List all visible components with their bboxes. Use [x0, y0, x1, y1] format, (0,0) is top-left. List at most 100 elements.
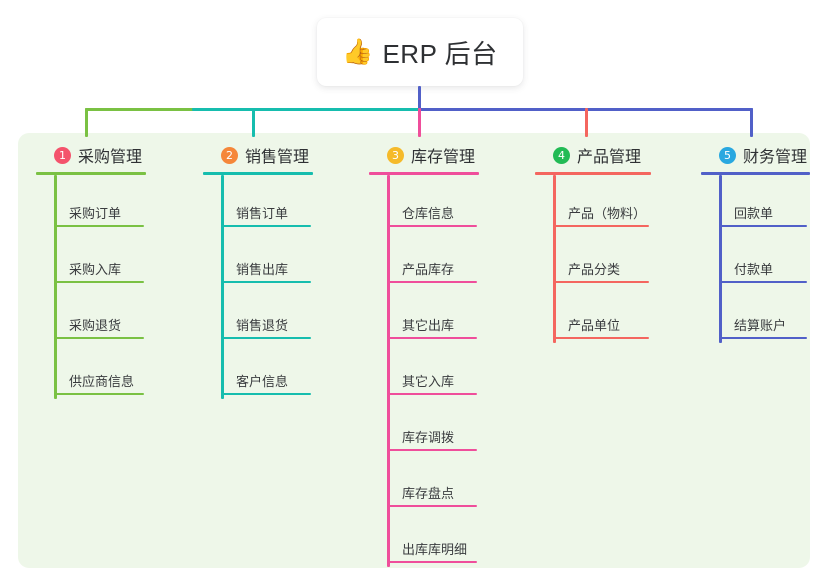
- leaf-node[interactable]: 其它入库: [369, 343, 529, 399]
- leaf-node[interactable]: 客户信息: [203, 343, 363, 399]
- branch-title-5: 财务管理: [743, 149, 808, 166]
- leaf-underline: [221, 225, 311, 227]
- branch-underline-5: [701, 172, 810, 175]
- leaf-node[interactable]: 销售退货: [203, 287, 363, 343]
- leaf-node[interactable]: 产品库存: [369, 231, 529, 287]
- leaf-underline: [54, 393, 144, 395]
- branch-header-2[interactable]: 2 销售管理: [203, 142, 363, 168]
- branch-badge-4: 4: [553, 146, 570, 164]
- branch-header-5[interactable]: 5 财务管理: [701, 142, 816, 168]
- leaf-label: 产品分类: [568, 262, 621, 277]
- branch-column-5: 5 财务管理 回款单付款单结算账户: [701, 142, 816, 343]
- leaf-node[interactable]: 其它出库: [369, 287, 529, 343]
- root-node-title: ERP 后台: [382, 38, 498, 69]
- leaf-underline: [221, 337, 311, 339]
- branch-column-3: 3 库存管理 仓库信息产品库存其它出库其它入库库存调拨库存盘点出库库明细: [369, 142, 529, 567]
- leaf-label: 库存盘点: [402, 486, 455, 501]
- leaf-underline: [387, 393, 477, 395]
- leaf-underline: [387, 561, 477, 563]
- leaf-label: 供应商信息: [69, 374, 135, 389]
- branch-title-3: 库存管理: [411, 149, 476, 166]
- leaf-node[interactable]: 采购退货: [36, 287, 196, 343]
- leaf-underline: [387, 281, 477, 283]
- connector-drop-2: [252, 108, 255, 137]
- leaf-node[interactable]: 回款单: [701, 175, 816, 231]
- root-node-erp-backend[interactable]: 👍 ERP 后台: [317, 18, 523, 86]
- branch-badge-5: 5: [719, 146, 736, 164]
- leaf-node[interactable]: 出库库明细: [369, 511, 529, 567]
- branch-spine-2: [221, 175, 224, 399]
- branch-badge-3: 3: [387, 146, 404, 164]
- leaf-underline: [553, 337, 649, 339]
- leaf-label: 付款单: [734, 262, 774, 277]
- connector-bus-teal: [192, 108, 420, 111]
- branch-header-1[interactable]: 1 采购管理: [36, 142, 196, 168]
- branch-header-3[interactable]: 3 库存管理: [369, 142, 529, 168]
- leaf-label: 客户信息: [236, 374, 289, 389]
- leaf-node[interactable]: 销售出库: [203, 231, 363, 287]
- branch-underline-3: [369, 172, 479, 175]
- leaf-label: 采购订单: [69, 206, 122, 221]
- leaf-underline: [221, 281, 311, 283]
- leaf-label: 其它出库: [402, 318, 455, 333]
- branch-header-4[interactable]: 4 产品管理: [535, 142, 705, 168]
- connector-drop-5: [750, 108, 753, 137]
- leaf-underline: [387, 337, 477, 339]
- leaf-underline: [553, 225, 649, 227]
- leaf-label: 采购退货: [69, 318, 122, 333]
- leaf-label: 产品库存: [402, 262, 455, 277]
- leaf-label: 出库库明细: [402, 542, 468, 557]
- branch-items-4: 产品（物料） 产品分类产品单位: [535, 175, 705, 343]
- branch-items-3: 仓库信息产品库存其它出库其它入库库存调拨库存盘点出库库明细: [369, 175, 529, 567]
- leaf-label: 仓库信息: [402, 206, 455, 221]
- connector-drop-1: [85, 108, 88, 137]
- leaf-node[interactable]: 采购入库: [36, 231, 196, 287]
- leaf-underline: [719, 225, 807, 227]
- leaf-underline: [387, 449, 477, 451]
- leaf-label: 销售出库: [236, 262, 289, 277]
- leaf-label: 采购入库: [69, 262, 122, 277]
- branch-column-2: 2 销售管理 销售订单销售出库销售退货客户信息: [203, 142, 363, 399]
- leaf-node[interactable]: 结算账户: [701, 287, 816, 343]
- leaf-node[interactable]: 仓库信息: [369, 175, 529, 231]
- leaf-label: 销售退货: [236, 318, 289, 333]
- branch-items-2: 销售订单销售出库销售退货客户信息: [203, 175, 363, 399]
- leaf-label: 回款单: [734, 206, 774, 221]
- branch-badge-2: 2: [221, 146, 238, 164]
- branch-spine-5: [719, 175, 722, 343]
- branch-items-1: 采购订单采购入库采购退货供应商信息: [36, 175, 196, 399]
- leaf-underline: [387, 505, 477, 507]
- leaf-label: 销售订单: [236, 206, 289, 221]
- connector-bus-green: [85, 108, 194, 111]
- connector-drop-4: [585, 108, 588, 137]
- leaf-node[interactable]: 产品分类: [535, 231, 705, 287]
- leaf-label: 产品单位: [568, 318, 621, 333]
- branch-title-4: 产品管理: [577, 149, 642, 166]
- branch-underline-4: [535, 172, 651, 175]
- leaf-label: 结算账户: [734, 318, 787, 333]
- leaf-node[interactable]: 产品（物料）: [535, 175, 705, 231]
- branch-spine-3: [387, 175, 390, 567]
- leaf-underline: [719, 281, 807, 283]
- leaf-node[interactable]: 付款单: [701, 231, 816, 287]
- leaf-node[interactable]: 库存调拨: [369, 399, 529, 455]
- leaf-label: 产品（物料）: [568, 206, 647, 221]
- leaf-underline: [221, 393, 311, 395]
- branch-title-2: 销售管理: [245, 149, 310, 166]
- leaf-node[interactable]: 库存盘点: [369, 455, 529, 511]
- leaf-underline: [553, 281, 649, 283]
- leaf-underline: [54, 281, 144, 283]
- branch-column-4: 4 产品管理 产品（物料） 产品分类产品单位: [535, 142, 705, 343]
- leaf-node[interactable]: 产品单位: [535, 287, 705, 343]
- leaf-underline: [719, 337, 807, 339]
- connector-root-stem: [418, 86, 421, 110]
- leaf-node[interactable]: 供应商信息: [36, 343, 196, 399]
- leaf-node[interactable]: 采购订单: [36, 175, 196, 231]
- leaf-node[interactable]: 销售订单: [203, 175, 363, 231]
- branch-items-5: 回款单付款单结算账户: [701, 175, 816, 343]
- branch-column-1: 1 采购管理 采购订单采购入库采购退货供应商信息: [36, 142, 196, 399]
- root-node-content: 👍 ERP 后台: [342, 34, 497, 71]
- branch-badge-1: 1: [54, 146, 71, 164]
- branch-underline-1: [36, 172, 146, 175]
